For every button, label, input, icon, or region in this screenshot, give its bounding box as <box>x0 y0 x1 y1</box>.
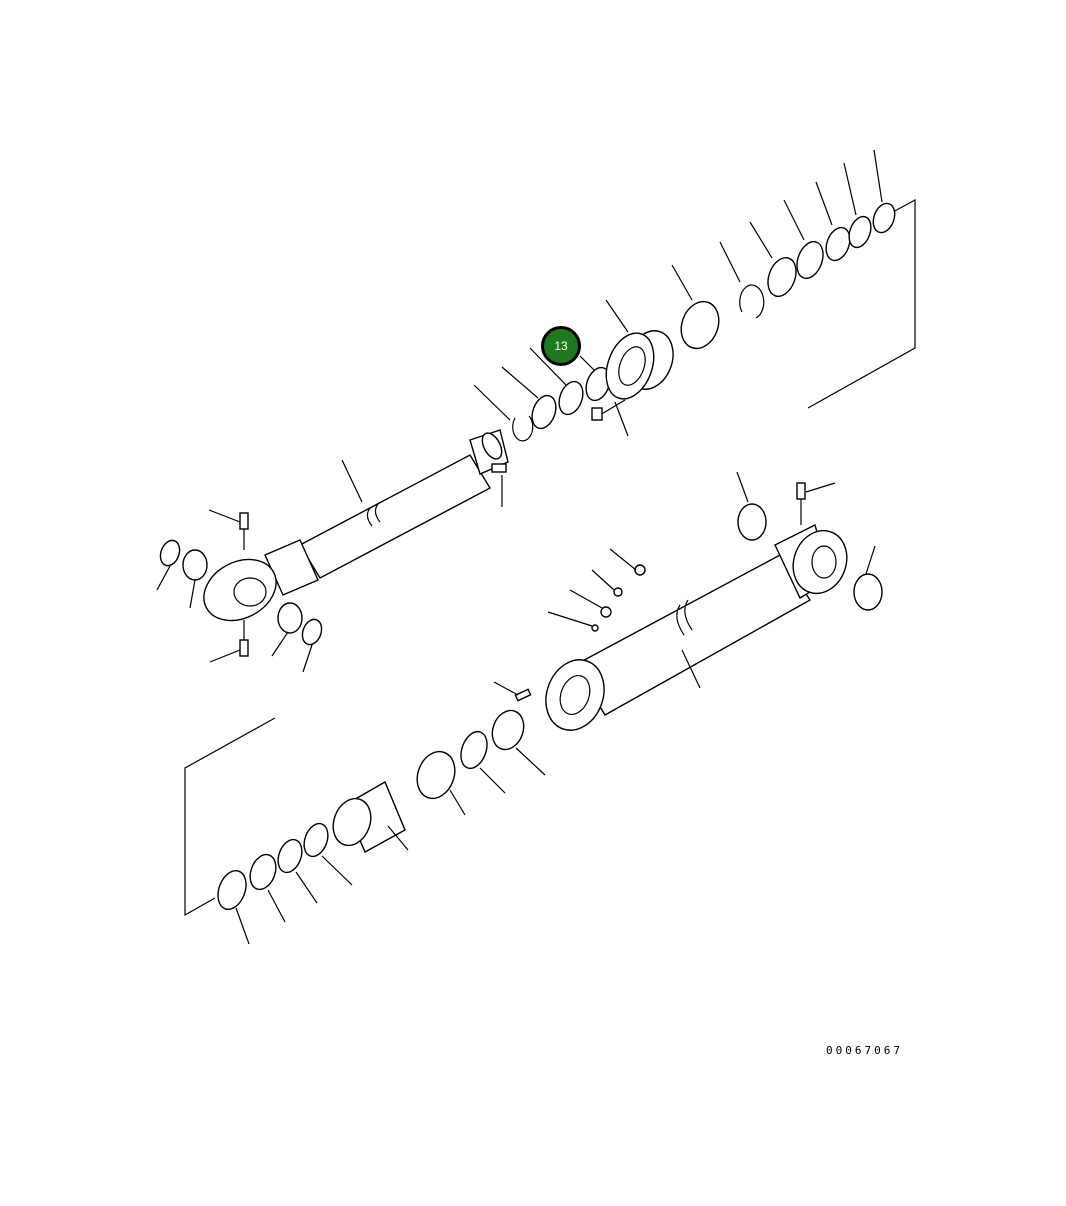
plug <box>591 564 646 632</box>
ring <box>303 822 329 858</box>
ring <box>848 215 872 249</box>
ring <box>796 240 824 280</box>
piston-rod <box>203 429 509 622</box>
callout-badge-13[interactable]: 13 <box>541 326 581 366</box>
bushing <box>277 602 303 634</box>
ring <box>217 869 247 911</box>
leader-lines <box>156 149 883 945</box>
ring <box>558 380 584 416</box>
ring <box>767 256 797 298</box>
grease-fitting <box>239 620 249 657</box>
snap-ring <box>739 284 765 319</box>
frame-line-upper <box>807 198 916 409</box>
ring <box>159 539 181 567</box>
bushing <box>182 549 208 581</box>
cylinder-head <box>605 330 674 400</box>
ring <box>460 730 488 770</box>
snap-ring <box>512 415 534 442</box>
drawing-number: 00067067 <box>826 1044 903 1057</box>
ring <box>249 853 277 891</box>
bushing <box>680 300 720 350</box>
grease-fitting <box>239 512 249 550</box>
nut <box>491 709 525 751</box>
piston-spring <box>416 750 456 800</box>
bushing <box>853 573 883 611</box>
ring <box>301 618 323 646</box>
ring <box>825 226 851 262</box>
ring <box>277 838 303 874</box>
ring <box>531 394 557 430</box>
frame-line-lower <box>184 717 276 917</box>
piston <box>332 780 406 853</box>
ring <box>872 202 896 234</box>
bolt <box>591 399 626 421</box>
cylinder-tube <box>545 523 848 731</box>
grease-fitting <box>796 482 806 525</box>
screw <box>514 688 532 702</box>
bushing <box>737 503 767 541</box>
key <box>491 463 507 473</box>
